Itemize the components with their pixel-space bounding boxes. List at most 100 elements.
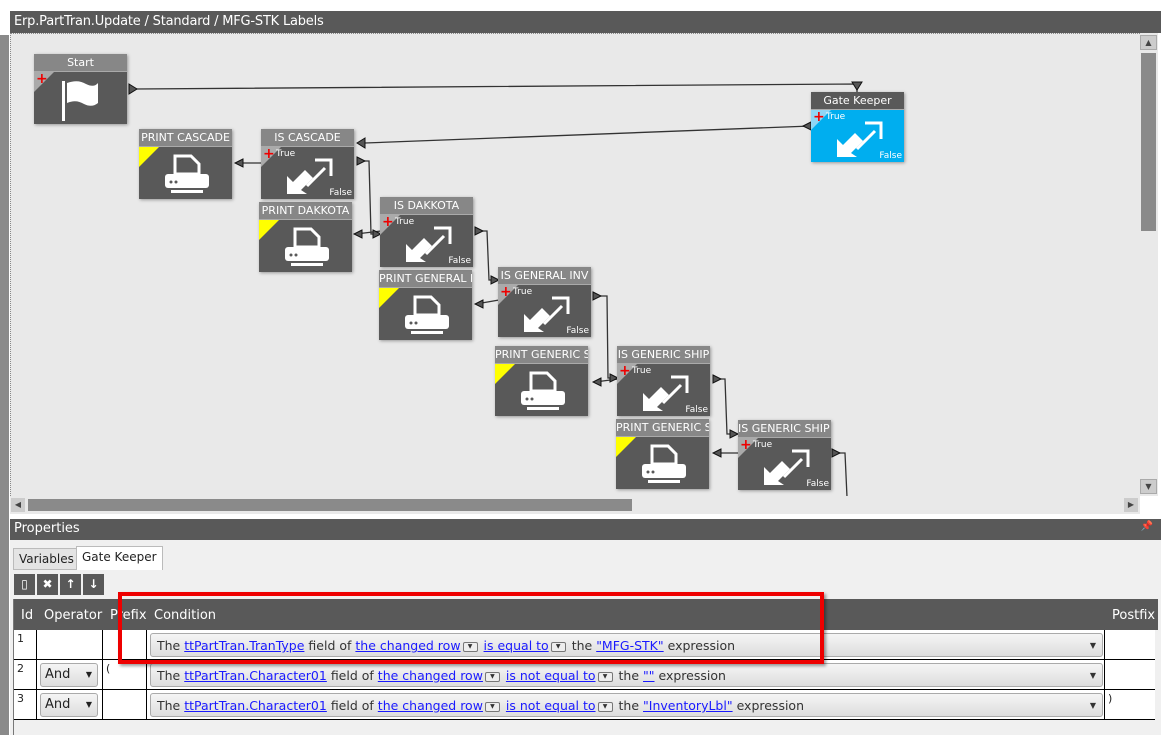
comparison-link[interactable]: is not equal to [505,668,596,683]
condition-select[interactable]: The ttPartTran.TranType field of the cha… [150,633,1103,657]
cell-operator: And ▼ [37,690,103,719]
add-icon[interactable]: + [740,437,752,453]
node-print-dakkota[interactable]: PRINT DAKKOTA [259,202,352,272]
conditions-grid: Id Operator Prefix Condition Postfix 1 ▼… [13,599,1158,735]
cell-prefix[interactable] [103,630,147,659]
condition-select[interactable]: The ttPartTran.Character01 field of the … [150,663,1103,687]
node-print-cascade[interactable]: PRINT CASCADE [139,129,232,199]
value-link[interactable]: "MFG-STK" [596,638,664,653]
delete-condition-button[interactable]: ✖ [37,574,58,595]
true-label: True [395,217,415,227]
node-title: PRINT GENERAL IN [379,270,472,288]
operator-value: And [45,667,71,682]
field-link[interactable]: ttPartTran.TranType [184,638,305,653]
close-icon: ✖ [42,577,53,591]
comparison-link[interactable]: is equal to [483,638,549,653]
field-link[interactable]: ttPartTran.Character01 [184,668,327,683]
scroll-thumb[interactable] [1141,53,1156,231]
add-icon[interactable]: + [619,363,631,379]
true-label: True [276,149,296,159]
add-icon[interactable]: + [36,71,48,87]
node-is-cascade[interactable]: IS CASCADE + True False [261,129,354,199]
comparison-dropdown-icon[interactable]: ▼ [550,641,566,652]
chevron-down-icon: ▼ [85,700,92,709]
operator-select[interactable]: And ▼ [40,693,98,717]
cell-postfix[interactable] [1105,630,1155,659]
node-start[interactable]: Start + [34,54,127,124]
row-link[interactable]: the changed row [355,638,461,653]
node-title: IS GENERAL INV [498,267,591,285]
row-dropdown-icon[interactable]: ▼ [462,641,478,652]
comparison-link[interactable]: is not equal to [505,698,596,713]
add-icon[interactable]: + [263,146,275,162]
connector-isgenericshipp-next [837,452,848,496]
value-link[interactable]: "" [643,668,655,683]
node-title: PRINT CASCADE [139,129,232,147]
tab-gate-keeper[interactable]: Gate Keeper [76,546,163,570]
condition-text: The [157,638,181,653]
column-postfix[interactable]: Postfix [1112,608,1156,623]
table-row[interactable]: 2 And▼ ( The ttPartTran.Character01 fiel… [14,660,1155,690]
row-dropdown-icon[interactable]: ▼ [484,671,500,682]
column-condition[interactable]: Condition [154,608,217,623]
column-id[interactable]: Id [21,608,34,623]
scroll-left-button[interactable]: ◀ [11,498,25,512]
node-print-generic-ship-p[interactable]: PRINT GENERIC SH [616,419,709,489]
cell-prefix[interactable]: ( [103,660,147,689]
operator-select[interactable]: And ▼ [40,663,98,687]
node-is-generic-ship[interactable]: IS GENERIC SHIP + True False [617,346,710,416]
table-row[interactable]: 3 And▼ The ttPartTran.Character01 field … [14,690,1155,720]
pin-icon[interactable]: 📌 [1140,521,1153,532]
row-dropdown-icon[interactable]: ▼ [484,701,500,712]
comparison-dropdown-icon[interactable]: ▼ [597,671,613,682]
node-is-dakkota[interactable]: IS DAKKOTA + True False [380,197,473,267]
field-link[interactable]: ttPartTran.Character01 [184,698,327,713]
tab-variables[interactable]: Variables [13,548,80,570]
row-link[interactable]: the changed row [377,668,483,683]
scroll-up-button[interactable]: ▲ [1140,35,1157,50]
connector-start-gatekeeper [134,83,858,92]
node-title: IS DAKKOTA [380,197,473,215]
add-icon[interactable]: + [382,214,394,230]
horizontal-scrollbar[interactable]: ◀ ▶ [10,496,1140,514]
column-operator[interactable]: Operator [44,608,103,623]
operator-value: And [45,697,71,712]
false-label: False [566,326,589,336]
row-link[interactable]: the changed row [377,698,483,713]
cell-postfix[interactable] [1105,660,1155,689]
node-print-general-inv[interactable]: PRINT GENERAL IN [379,270,472,340]
cell-postfix[interactable]: ) [1108,692,1113,705]
node-is-general-inv[interactable]: IS GENERAL INV + True False [498,267,591,337]
condition-text: The [157,668,181,683]
node-print-generic-ship[interactable]: PRINT GENERIC SH [495,346,588,416]
workflow-canvas[interactable]: Start + Gate Keeper + True False PRINT C… [10,33,1140,496]
condition-select[interactable]: The ttPartTran.Character01 field of the … [150,693,1103,717]
table-row[interactable]: 1 ▼ The ttPartTran.TranType field of the… [14,630,1155,660]
printer-icon [285,227,329,266]
add-icon[interactable]: + [813,109,825,125]
new-document-icon: ▯ [21,577,28,591]
new-condition-button[interactable]: ▯ [14,574,35,595]
node-is-generic-ship-p[interactable]: IS GENERIC SHIP P + True False [738,420,831,490]
scroll-down-button[interactable]: ▼ [1140,479,1157,494]
true-label: True [513,287,533,297]
arrow-down-icon: ↓ [88,577,99,591]
move-down-button[interactable]: ↓ [83,574,104,595]
node-title: PRINT DAKKOTA [259,202,352,220]
chevron-down-icon: ▼ [85,670,92,679]
move-up-button[interactable]: ↑ [60,574,81,595]
value-link[interactable]: "InventoryLbl" [643,698,733,713]
add-icon[interactable]: + [500,284,512,300]
connector-lines [128,81,863,496]
condition-text: the [571,638,593,653]
cell-prefix[interactable] [103,690,147,719]
workflow-title: Erp.PartTran.Update / Standard / MFG-STK… [10,11,1161,33]
vertical-scrollbar[interactable]: ▲ ▼ [1140,33,1158,496]
scroll-thumb[interactable] [28,499,632,511]
scroll-right-button[interactable]: ▶ [1124,498,1138,512]
node-gate-keeper[interactable]: Gate Keeper + True False [811,92,904,162]
true-label: True [826,112,846,122]
comparison-dropdown-icon[interactable]: ▼ [597,701,613,712]
condition-text: the [618,668,640,683]
decision-arrows-icon [764,449,810,485]
